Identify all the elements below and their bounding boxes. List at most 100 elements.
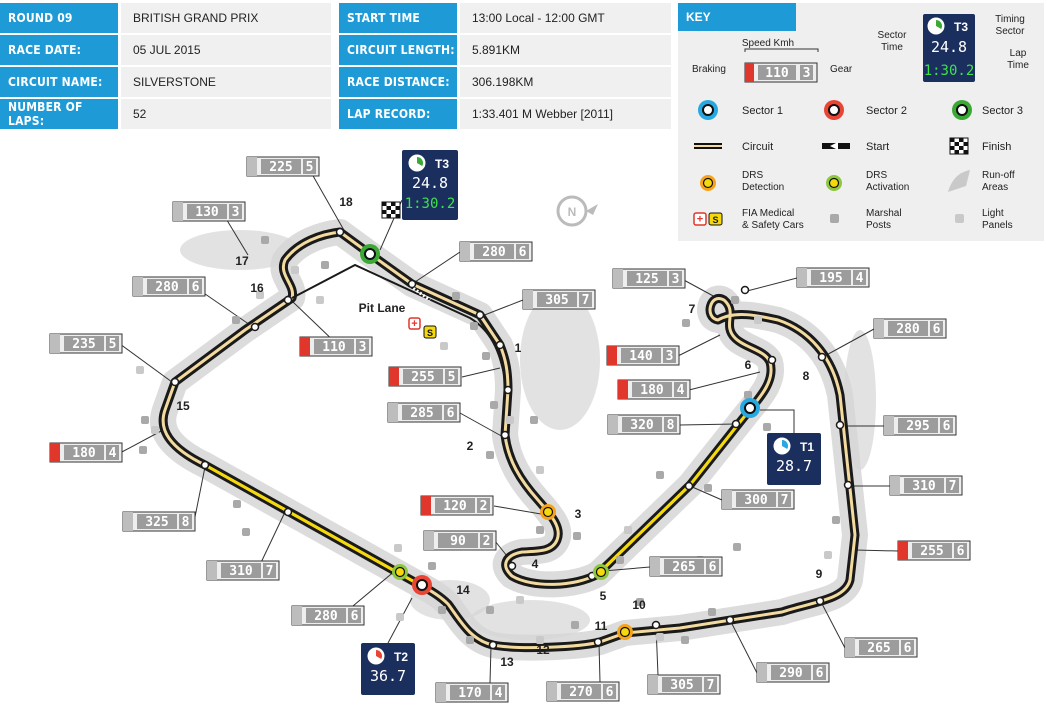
marshal-post (708, 608, 716, 616)
corner-number: 9 (816, 567, 823, 581)
speed-gear-box: 225 5 (246, 156, 320, 177)
pit-lane (291, 263, 506, 381)
gear-display (445, 369, 458, 384)
marshal-post (656, 471, 664, 479)
key-timing-sector-label: Timing (995, 14, 1025, 25)
key-sector-2-icon-center (828, 104, 840, 116)
gear-value: 4 (495, 686, 503, 701)
key-medical-label: FIA Medical (742, 208, 794, 219)
speed-box-tab (523, 290, 533, 309)
speed-box-tab (797, 268, 807, 287)
marshal-post (616, 556, 624, 564)
speed-value: 225 (269, 160, 292, 175)
gear-value: 2 (480, 499, 488, 514)
track-dot (731, 419, 741, 429)
speed-box-tab (436, 683, 446, 702)
gear-display (674, 382, 687, 397)
key-finish-square (954, 150, 959, 154)
speed-value: 120 (443, 499, 467, 514)
light-panel (536, 466, 544, 474)
gear-display (954, 543, 967, 558)
leader-line (119, 343, 173, 383)
braking-indicator (421, 496, 431, 515)
gear-display (106, 336, 119, 351)
key-speed-value: 110 (765, 66, 789, 81)
info-row: LAP RECORD:1:33.401 M Webber [2011] (339, 99, 671, 129)
gear-value: 7 (582, 293, 590, 308)
corner-number: 2 (467, 439, 474, 453)
light-panel (256, 291, 264, 299)
sector-1-marker-center (744, 402, 756, 414)
gear-value: 5 (448, 370, 456, 385)
marshal-post (141, 416, 149, 424)
gear-display (356, 339, 369, 354)
gear-display (106, 445, 119, 460)
gear-display (930, 321, 943, 336)
sector-time: 36.7 (370, 667, 406, 685)
info-value: 5.891KM (460, 35, 671, 65)
speed-box-tab (133, 277, 143, 296)
speed-display (736, 492, 776, 507)
info-row: RACE DISTANCE:306.198KM (339, 67, 671, 97)
corner-number: 17 (235, 254, 249, 268)
speed-box-tab (207, 561, 217, 580)
info-value: 52 (121, 99, 331, 129)
leader-line (598, 642, 601, 683)
track-dot (767, 355, 777, 365)
info-label: LAP RECORD: (339, 99, 457, 129)
gear-value: 3 (232, 205, 240, 220)
speed-display (306, 608, 346, 623)
key-sector-id: T3 (954, 20, 968, 34)
light-panel (656, 633, 664, 641)
drs-activation-marker-center (394, 566, 406, 578)
info-value: BRITISH GRAND PRIX (121, 3, 331, 33)
finish-flag-square (395, 206, 400, 210)
safety-car-icon (423, 325, 437, 339)
speed-box-tab (608, 415, 618, 434)
marshal-post (428, 562, 436, 570)
speed-display (450, 685, 490, 700)
gear-display (901, 640, 914, 655)
key-sector-time: 24.8 (931, 38, 967, 56)
track-dot (817, 352, 827, 362)
speed-box-tab (173, 202, 183, 221)
light-panel (624, 526, 632, 534)
leader-line (193, 466, 206, 523)
track-dot (283, 295, 293, 305)
compass-letter: N (568, 205, 577, 219)
speed-value: 195 (819, 271, 842, 286)
key-speed-label: Speed Kmh (742, 38, 794, 49)
corner-number: 15 (176, 399, 190, 413)
speed-display (859, 640, 899, 655)
marshal-post (232, 316, 240, 324)
medical-car-icon (408, 317, 421, 330)
gear-value: 6 (351, 609, 359, 624)
corner-number: 3 (575, 507, 582, 521)
track-dot (815, 596, 825, 606)
light-panel (151, 426, 159, 434)
gear-display (179, 514, 192, 529)
sector-id: T3 (435, 157, 449, 171)
gear-display (706, 559, 719, 574)
key-marshal-icon (830, 214, 839, 223)
key-safety-car-icon (708, 212, 723, 226)
speed-box-tab (247, 157, 257, 176)
track-dot (507, 561, 517, 571)
leader-line (493, 505, 542, 515)
lap-time: 1:30.2 (405, 196, 456, 212)
track-dot (651, 620, 661, 630)
speed-display (622, 417, 662, 432)
gear-value: 4 (109, 446, 117, 461)
marshal-post (763, 423, 771, 431)
finish-flag-square (382, 202, 387, 206)
gear-value: 5 (306, 160, 314, 175)
